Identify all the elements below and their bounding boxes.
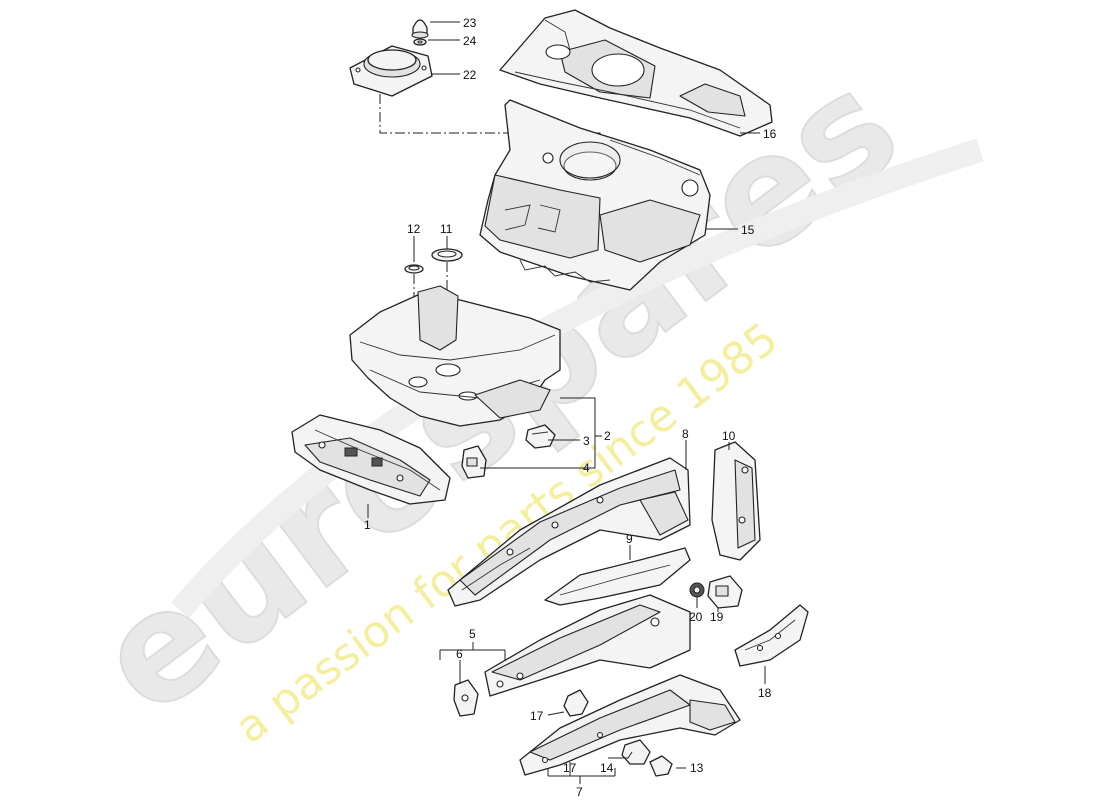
callout-6: 6: [456, 647, 463, 661]
callout-1: 1: [364, 518, 371, 532]
part-16-rear-panel: [499, 9, 773, 137]
part-10-pillar: [711, 441, 761, 561]
part-5-sill-assembly: [484, 594, 691, 697]
callout-17a: 17: [530, 709, 544, 723]
callout-22: 22: [463, 68, 477, 82]
callout-8: 8: [682, 427, 689, 441]
leader-lines: [367, 21, 766, 784]
callout-2: 2: [604, 429, 611, 443]
callout-9: 9: [626, 532, 633, 546]
part-20-grommet: [689, 582, 705, 598]
part-2-tank-well: [349, 285, 561, 427]
callout-12: 12: [407, 222, 421, 236]
part-4-bracket: [461, 445, 487, 479]
part-18-reinforcement: [734, 604, 809, 667]
part-8-side-member: [447, 457, 691, 607]
callout-18: 18: [758, 686, 772, 700]
part-7-lower-sill: [519, 674, 741, 776]
part-24-washer: [413, 38, 427, 46]
callout-19: 19: [710, 610, 724, 624]
part-12-grommet: [404, 264, 424, 274]
callout-17b: 17: [563, 761, 577, 775]
callout-labels: 23 24 22 16 15 12 11 3 2 4 1 8 10 9 20 1…: [364, 16, 777, 799]
part-11-ring: [431, 248, 463, 262]
part-15-front-trunk: [479, 99, 711, 291]
part-9-panel: [544, 547, 691, 606]
part-3-bracket: [525, 424, 556, 449]
part-17-clip-upper: [563, 689, 589, 717]
callout-13: 13: [690, 761, 704, 775]
part-1-crossmember: [291, 414, 451, 505]
part-22-cover-plate: [349, 45, 433, 97]
callout-16: 16: [763, 127, 777, 141]
callout-14: 14: [600, 761, 614, 775]
callout-4: 4: [583, 461, 590, 475]
callout-10: 10: [722, 429, 736, 443]
callout-3: 3: [583, 434, 590, 448]
part-19-bracket: [707, 575, 743, 609]
callout-11: 11: [440, 222, 453, 236]
callout-7: 7: [576, 785, 583, 799]
callout-20: 20: [689, 610, 703, 624]
part-14-clip: [621, 739, 651, 765]
callout-15: 15: [741, 223, 755, 237]
callout-23: 23: [463, 16, 477, 30]
callout-5: 5: [469, 627, 476, 641]
callout-24: 24: [463, 34, 477, 48]
part-23-cap: [411, 19, 429, 39]
part-13-clip: [649, 755, 673, 777]
part-6-bracket: [453, 679, 479, 717]
